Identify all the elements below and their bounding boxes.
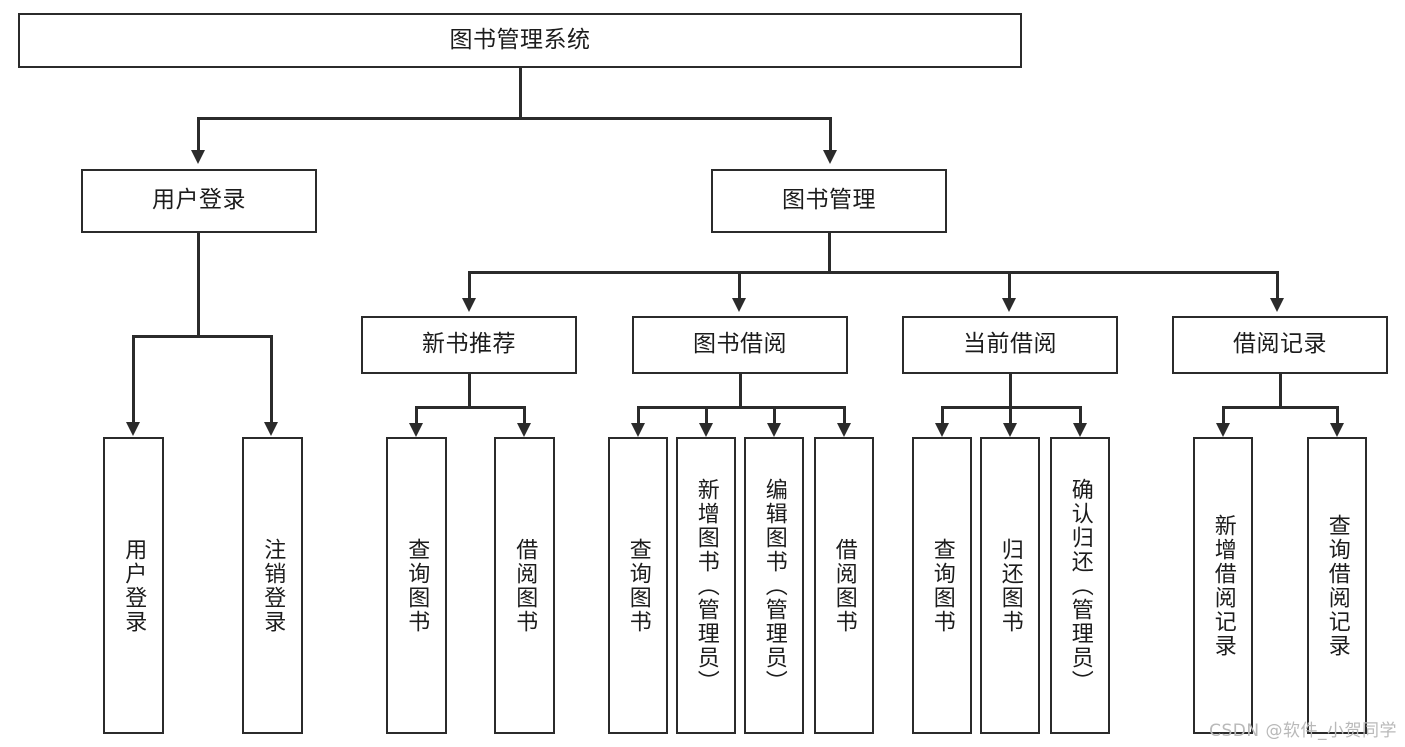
connector-nbr-leaf1	[415, 406, 418, 424]
connector-nbr-leaf2	[523, 406, 526, 424]
connector-bb-leaf4	[843, 406, 846, 424]
node-label: 归还图书	[997, 537, 1023, 634]
connector-bb-bar	[637, 406, 845, 409]
connector-bb-leaf2	[705, 406, 708, 424]
arrowhead-br-leaf2	[1330, 423, 1344, 437]
connector-book-management-bar	[468, 271, 1278, 274]
node-label: 新增借阅记录	[1210, 513, 1236, 658]
leaf-bb-query-book[interactable]: 查询图书	[608, 437, 668, 734]
connector-nbr-bar	[415, 406, 525, 409]
node-new-book-recommend[interactable]: 新书推荐	[361, 316, 577, 374]
node-label: 借阅记录	[1233, 331, 1327, 358]
arrowhead-bb-leaf1	[631, 423, 645, 437]
node-label: 图书管理系统	[449, 26, 591, 53]
node-book-management[interactable]: 图书管理	[711, 169, 947, 233]
connector-bb-leaf1	[637, 406, 640, 424]
node-root-book-management-system[interactable]: 图书管理系统	[18, 13, 1022, 68]
node-label: 借阅图书	[512, 537, 538, 634]
connector-cb-leaf3	[1079, 406, 1082, 424]
leaf-br-query-record[interactable]: 查询借阅记录	[1307, 437, 1367, 734]
leaf-nbr-borrow-book[interactable]: 借阅图书	[494, 437, 555, 734]
leaf-cb-confirm-return-admin[interactable]: 确认归还（管理员）	[1050, 437, 1110, 734]
connector-root-stem	[519, 68, 522, 119]
connector-bb-stem	[739, 374, 742, 408]
leaf-nbr-query-book[interactable]: 查询图书	[386, 437, 447, 734]
node-label: 查询图书	[404, 537, 430, 634]
connector-br-leaf2	[1336, 406, 1339, 424]
node-label: 当前借阅	[963, 331, 1057, 358]
connector-br-leaf1	[1222, 406, 1225, 424]
connector-root-to-book-management	[829, 117, 832, 150]
node-label: 用户登录	[152, 187, 246, 214]
arrowhead-cb-leaf1	[935, 423, 949, 437]
node-label: 确认归还（管理员）	[1067, 477, 1093, 694]
arrowhead-cb-leaf2	[1003, 423, 1017, 437]
connector-root-bar	[197, 117, 832, 120]
connector-user-login-leaf1	[132, 335, 135, 423]
node-user-login[interactable]: 用户登录	[81, 169, 317, 233]
arrowhead-bm-to-current-borrow	[1002, 298, 1016, 312]
leaf-br-add-record[interactable]: 新增借阅记录	[1193, 437, 1253, 734]
leaf-cb-return-book[interactable]: 归还图书	[980, 437, 1040, 734]
arrowhead-user-login-leaf2	[264, 422, 278, 436]
arrowhead-nbr-leaf2	[517, 423, 531, 437]
connector-br-stem	[1279, 374, 1282, 408]
node-label: 新书推荐	[422, 331, 516, 358]
connector-bm-to-book-borrow	[738, 271, 741, 299]
leaf-logout[interactable]: 注销登录	[242, 437, 303, 734]
node-book-borrow[interactable]: 图书借阅	[632, 316, 848, 374]
node-label: 图书管理	[782, 187, 876, 214]
leaf-cb-query-book[interactable]: 查询图书	[912, 437, 972, 734]
arrowhead-root-to-book-management	[823, 150, 837, 164]
arrowhead-nbr-leaf1	[409, 423, 423, 437]
connector-root-to-user-login	[197, 117, 200, 150]
node-label: 用户登录	[121, 537, 147, 634]
arrowhead-bm-to-new-book	[462, 298, 476, 312]
connector-user-login-bar	[132, 335, 272, 338]
connector-cb-leaf2	[1009, 406, 1012, 424]
node-label: 查询图书	[929, 537, 955, 634]
connector-bm-to-new-book	[468, 271, 471, 299]
connector-br-bar	[1222, 406, 1338, 409]
node-current-borrow[interactable]: 当前借阅	[902, 316, 1118, 374]
connector-user-login-leaf2	[270, 335, 273, 423]
connector-user-login-stem	[197, 233, 200, 337]
node-label: 编辑图书（管理员）	[761, 477, 787, 694]
arrowhead-bm-to-borrow-record	[1270, 298, 1284, 312]
csdn-watermark: CSDN @软件_小贺同学	[1209, 721, 1397, 741]
node-label: 新增图书（管理员）	[693, 477, 719, 694]
node-label: 注销登录	[260, 537, 286, 634]
connector-cb-leaf1	[941, 406, 944, 424]
leaf-bb-add-book-admin[interactable]: 新增图书（管理员）	[676, 437, 736, 734]
connector-nbr-stem	[468, 374, 471, 408]
connector-book-management-stem	[828, 233, 831, 273]
arrowhead-root-to-user-login	[191, 150, 205, 164]
arrowhead-cb-leaf3	[1073, 423, 1087, 437]
arrowhead-user-login-leaf1	[126, 422, 140, 436]
leaf-bb-borrow-book[interactable]: 借阅图书	[814, 437, 874, 734]
arrowhead-bm-to-book-borrow	[732, 298, 746, 312]
arrowhead-bb-leaf2	[699, 423, 713, 437]
arrowhead-bb-leaf3	[767, 423, 781, 437]
arrowhead-bb-leaf4	[837, 423, 851, 437]
leaf-user-login[interactable]: 用户登录	[103, 437, 164, 734]
arrowhead-br-leaf1	[1216, 423, 1230, 437]
connector-bb-leaf3	[773, 406, 776, 424]
node-label: 查询借阅记录	[1324, 513, 1350, 658]
connector-bm-to-current-borrow	[1008, 271, 1011, 299]
connector-bm-to-borrow-record	[1276, 271, 1279, 299]
node-label: 图书借阅	[693, 331, 787, 358]
node-label: 查询图书	[625, 537, 651, 634]
node-borrow-record[interactable]: 借阅记录	[1172, 316, 1388, 374]
node-label: 借阅图书	[831, 537, 857, 634]
leaf-bb-edit-book-admin[interactable]: 编辑图书（管理员）	[744, 437, 804, 734]
connector-cb-stem	[1009, 374, 1012, 408]
